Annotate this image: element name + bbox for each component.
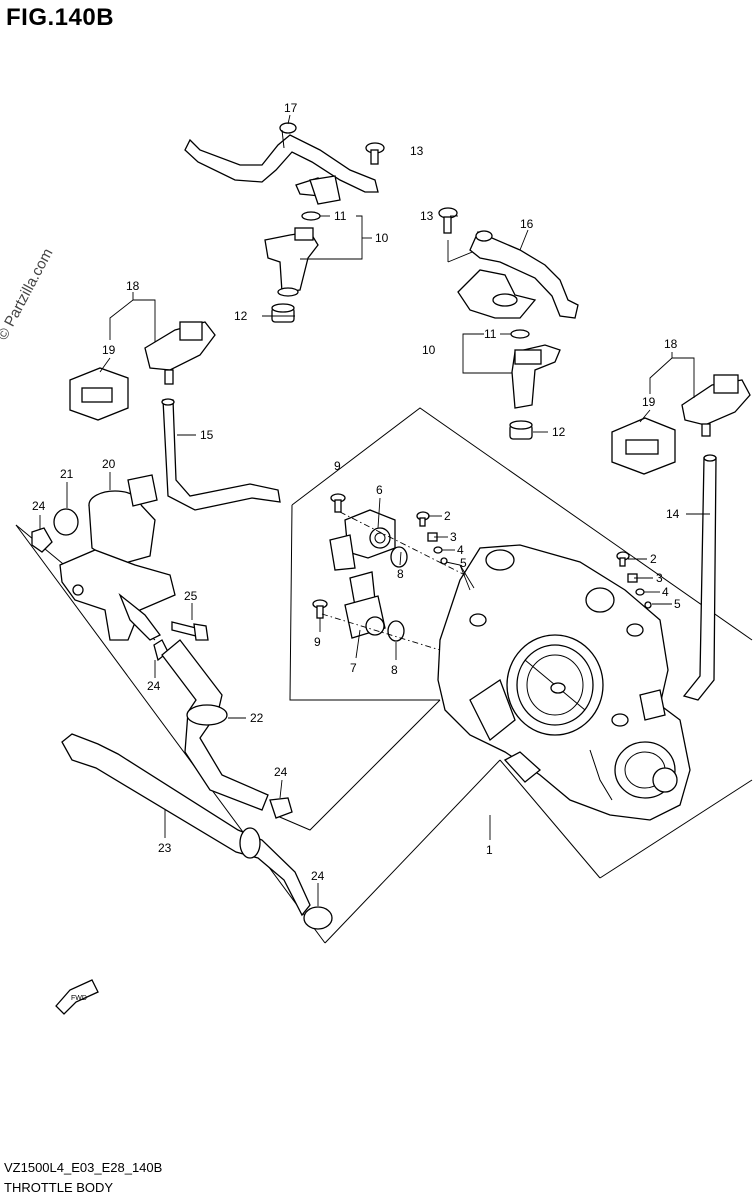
part-23-hose	[61, 733, 311, 917]
label-24-mid: 24	[147, 679, 161, 693]
part-6-throttle-position-sensor	[329, 509, 396, 571]
label-17: 17	[284, 101, 298, 115]
part-7-sensor	[344, 571, 386, 639]
label-24-left: 24	[32, 499, 46, 513]
part-10-injector-right	[511, 344, 561, 409]
part-18-sensor-right	[681, 374, 751, 437]
leader-lines	[39, 114, 710, 906]
label-13-top: 13	[410, 144, 424, 158]
label-11-top: 11	[334, 209, 347, 223]
part-21-gasket	[53, 508, 79, 536]
part-11-oring-right	[510, 329, 530, 339]
label-13-right: 13	[420, 209, 434, 223]
label-5-right: 5	[674, 597, 681, 611]
label-9-bottom: 9	[314, 635, 321, 649]
label-7: 7	[350, 661, 357, 675]
label-4-right: 4	[662, 585, 669, 599]
label-14: 14	[666, 507, 680, 521]
label-15: 15	[200, 428, 214, 442]
label-8-bottom: 8	[391, 663, 398, 677]
part-1-throttle-body	[437, 544, 691, 821]
label-24-bottom: 24	[311, 869, 325, 883]
part-18-sensor-left	[144, 321, 216, 385]
label-25: 25	[184, 589, 198, 603]
part-19-cushion-right	[611, 417, 676, 475]
part-15-hose	[162, 399, 281, 511]
label-20: 20	[102, 457, 116, 471]
part-8-oring-bottom	[387, 620, 405, 642]
label-16: 16	[520, 217, 534, 231]
part-22-hose	[161, 639, 269, 811]
part-25-bolt	[171, 621, 209, 641]
part-12-seal-right	[509, 420, 533, 440]
part-13-screw-right	[438, 207, 483, 263]
part-20-isc-valve	[59, 474, 176, 641]
part-14-hose	[682, 457, 717, 701]
label-4-left: 4	[457, 543, 464, 557]
label-2-right: 2	[650, 552, 657, 566]
label-11-right: 11	[484, 327, 497, 341]
part-12-seal-left	[271, 303, 295, 323]
section-caption: THROTTLE BODY	[4, 1180, 114, 1195]
label-12-top: 12	[234, 309, 248, 323]
label-21: 21	[60, 467, 74, 481]
part-9-screw-bottom	[312, 599, 328, 619]
label-2-left: 2	[444, 509, 451, 523]
label-10-top: 10	[375, 231, 389, 245]
label-1: 1	[486, 843, 493, 857]
label-24-right: 24	[274, 765, 288, 779]
callout-labels: 17 13 11 10 12 13 16 11 10 12 18 19 18 1…	[32, 101, 681, 883]
parts-2-5-left	[416, 511, 448, 565]
label-6: 6	[376, 483, 383, 497]
label-19-right: 19	[642, 395, 656, 409]
fwd-label: FWD	[71, 995, 87, 1002]
label-18-right: 18	[664, 337, 678, 351]
part-24-clamp-bottom	[303, 906, 333, 930]
part-17-fuel-pipe	[184, 122, 379, 205]
part-19-cushion-left	[69, 367, 129, 421]
part-8-oring-top	[390, 546, 408, 568]
part-9-screw-top	[330, 493, 346, 513]
label-19-left: 19	[102, 343, 116, 357]
figure-title: FIG.140B	[6, 4, 115, 31]
model-code: VZ1500L4_E03_E28_140B	[4, 1160, 163, 1175]
label-5-left: 5	[460, 556, 467, 570]
part-11-oring-top	[301, 211, 321, 221]
part-13-screw-top	[365, 142, 385, 165]
label-22: 22	[250, 711, 264, 725]
part-24-clamp-left	[31, 527, 53, 553]
part-10-injector-left	[264, 227, 319, 297]
label-18-left: 18	[126, 279, 140, 293]
part-24-clamp-right	[269, 797, 293, 819]
fwd-arrow: FWD	[55, 979, 99, 1015]
label-23: 23	[158, 841, 172, 855]
label-9-top: 9	[334, 459, 341, 473]
part-16-fuel-pipe	[457, 230, 579, 319]
label-8-top: 8	[397, 567, 404, 581]
label-12-right: 12	[552, 425, 566, 439]
label-10-right: 10	[422, 343, 436, 357]
label-3-right: 3	[656, 571, 663, 585]
label-3-left: 3	[450, 530, 457, 544]
